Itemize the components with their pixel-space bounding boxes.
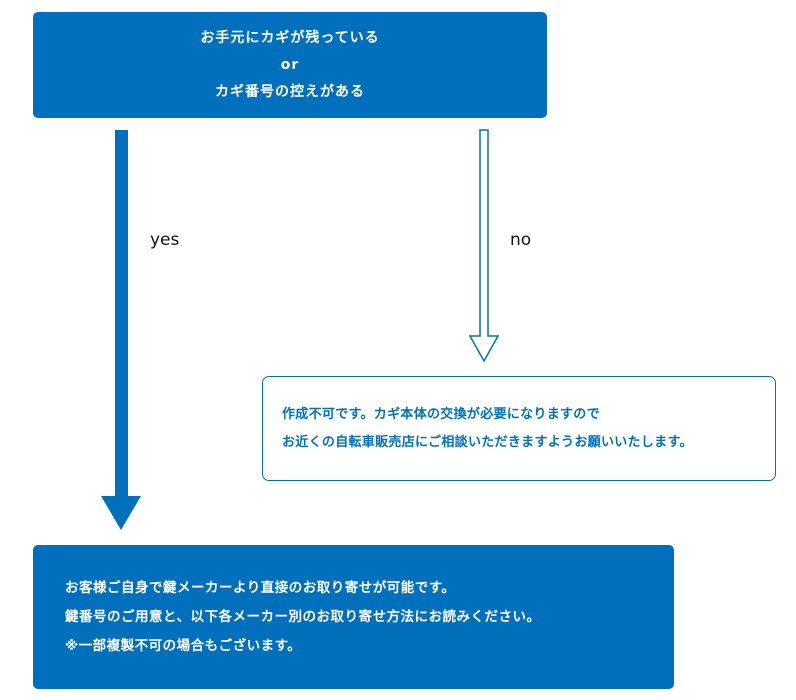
condition-line-2: カギ番号の控えがある	[215, 83, 365, 100]
yes-result-line-3: ※一部複製不可の場合もございます。	[65, 637, 302, 654]
no-result-line-1: 作成不可です。カギ本体の交換が必要になりますので	[282, 406, 600, 422]
condition-or: or	[280, 56, 300, 73]
yes-result-box: お客様ご自身で鍵メーカーより直接のお取り寄せが可能です。 鍵番号のご用意と、以下…	[33, 545, 674, 689]
no-result-line-2: お近くの自転車販売店にご相談いただきますようお願いいたします。	[282, 434, 693, 450]
condition-line-1: お手元にカギが残っている	[200, 29, 380, 46]
yes-result-line-2: 鍵番号のご用意と、以下各メーカー別のお取り寄せ方法にお読みください。	[65, 608, 541, 625]
no-label: no	[510, 230, 532, 250]
condition-box: お手元にカギが残っている or カギ番号の控えがある	[33, 12, 547, 118]
no-result-box: 作成不可です。カギ本体の交換が必要になりますので お近くの自転車販売店にご相談い…	[262, 376, 776, 481]
yes-arrow	[101, 130, 141, 530]
yes-label: yes	[150, 230, 180, 250]
yes-result-line-1: お客様ご自身で鍵メーカーより直接のお取り寄せが可能です。	[65, 579, 456, 596]
no-arrow	[468, 129, 500, 363]
